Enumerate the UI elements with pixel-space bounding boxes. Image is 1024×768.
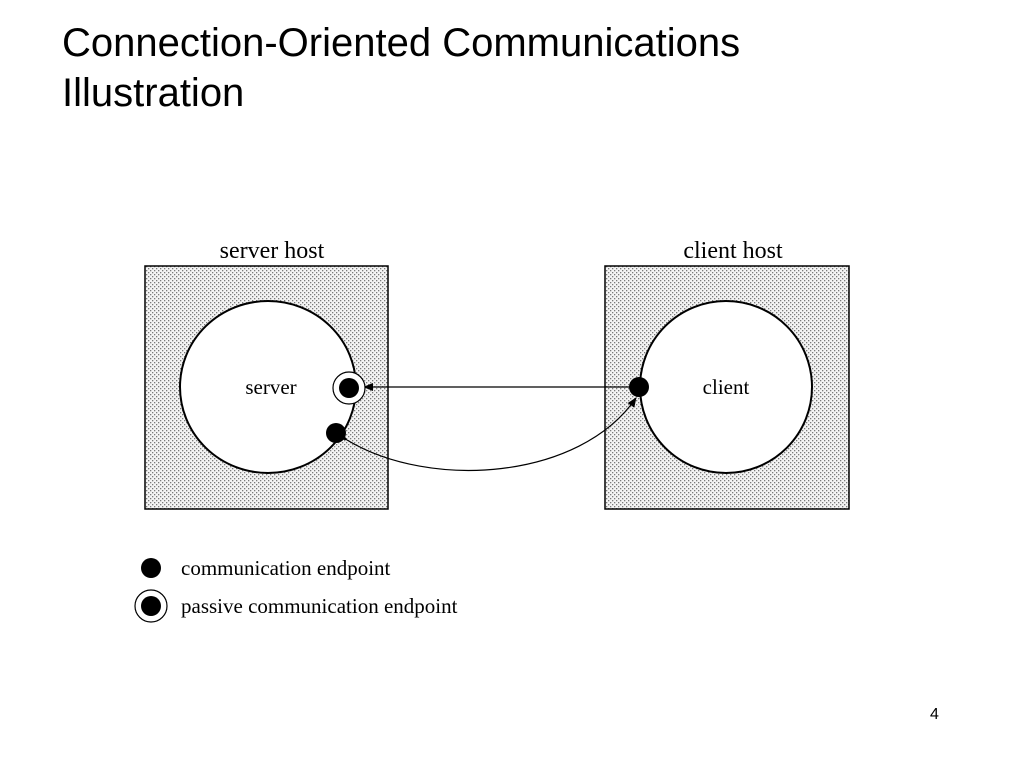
server-host-label: server host <box>220 238 325 264</box>
connection-established-arrow <box>337 397 637 471</box>
client-host-label: client host <box>683 238 783 264</box>
server-label: server <box>245 375 296 399</box>
server-endpoint <box>326 423 346 443</box>
legend-passive-endpoint-label: passive communication endpoint <box>181 594 458 618</box>
legend-endpoint-label: communication endpoint <box>181 556 391 580</box>
slide-title-line-1: Connection-Oriented Communications <box>62 21 741 65</box>
page-number: 4 <box>930 706 939 723</box>
client-endpoint <box>629 377 649 397</box>
client-label: client <box>703 375 750 399</box>
legend-passive-endpoint-icon <box>141 596 161 616</box>
slide-title-line-2: Illustration <box>62 71 245 115</box>
server-passive-endpoint <box>339 378 359 398</box>
slide-title: Connection-Oriented Communications Illus… <box>62 18 962 118</box>
legend-endpoint-icon <box>141 558 161 578</box>
